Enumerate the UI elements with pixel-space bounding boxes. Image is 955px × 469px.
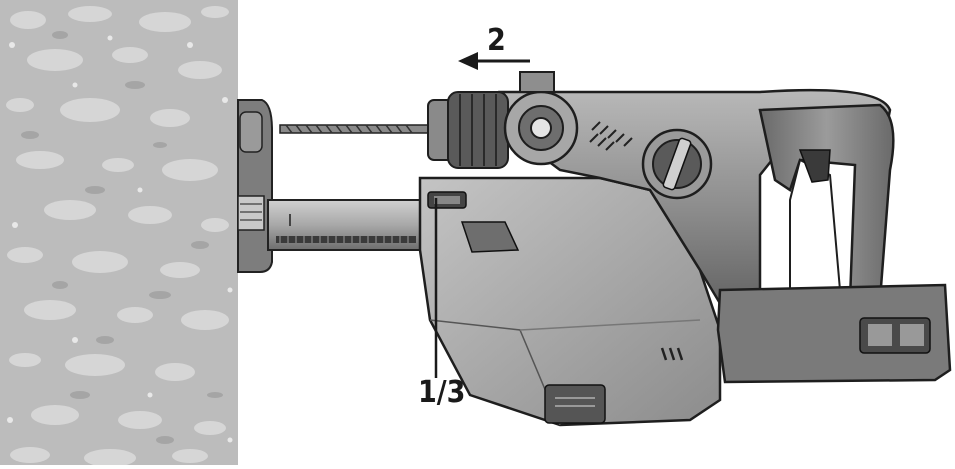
arrow-left-icon bbox=[458, 52, 530, 70]
part-callout-label: 1/3 bbox=[418, 375, 466, 410]
rotary-hammer-body bbox=[498, 88, 952, 384]
telescopic-tube bbox=[267, 199, 429, 251]
dust-extractor-body bbox=[418, 176, 722, 427]
direction-callout-label: 2 bbox=[487, 23, 506, 58]
concrete-wall bbox=[0, 0, 238, 467]
drill-bit bbox=[279, 124, 431, 134]
dust-extractor-nozzle bbox=[237, 99, 273, 273]
chuck bbox=[427, 71, 579, 169]
